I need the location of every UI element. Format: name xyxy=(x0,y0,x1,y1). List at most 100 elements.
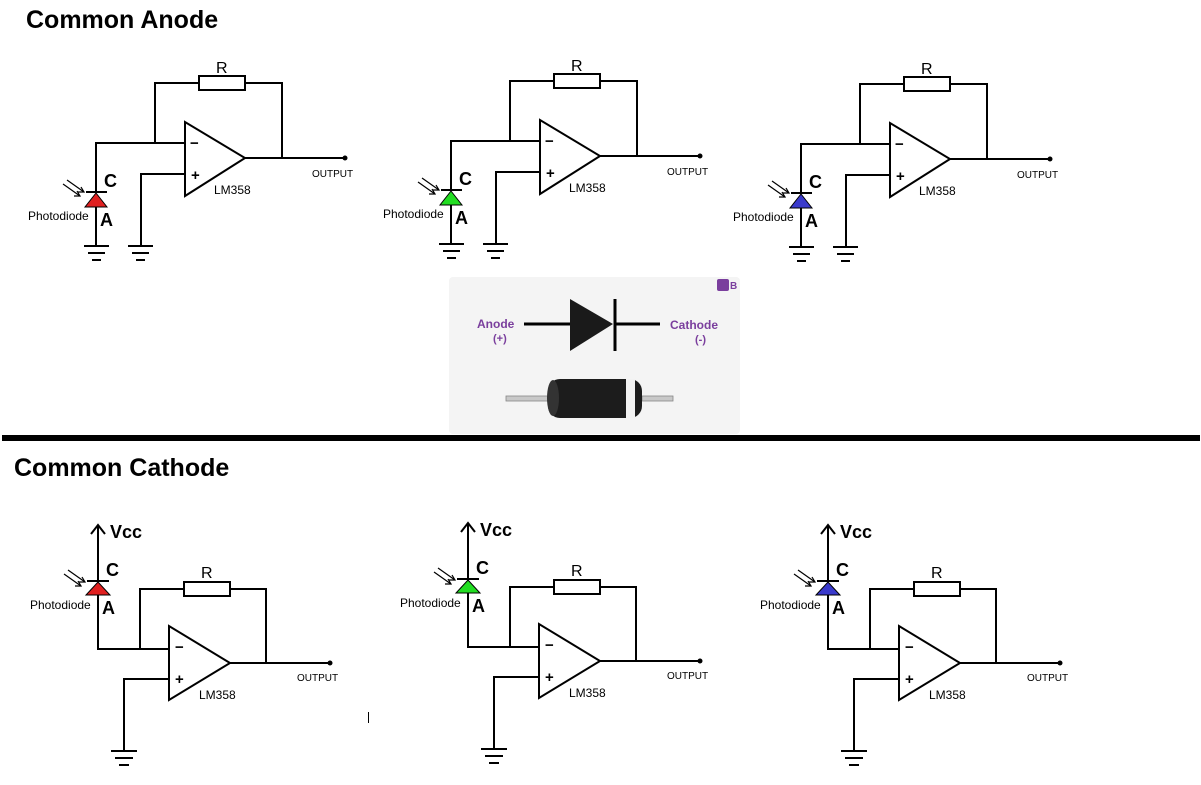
light-arrows-icon xyxy=(793,569,817,587)
brand-logo-icon xyxy=(717,279,729,291)
output-terminal xyxy=(697,153,703,159)
opamp-label: LM358 xyxy=(919,184,956,198)
photodiode-label: Photodiode xyxy=(383,207,444,221)
cathode-label: Cathode xyxy=(670,318,718,332)
output-label: OUTPUT xyxy=(297,673,338,684)
opamp xyxy=(898,624,962,702)
output-label: OUTPUT xyxy=(667,167,708,178)
output-label: OUTPUT xyxy=(312,169,353,180)
vcc-arrow-icon xyxy=(90,523,106,535)
ground-icon xyxy=(84,245,109,261)
resistor xyxy=(553,73,601,89)
brand-logo-text: B xyxy=(730,281,737,292)
cathode-letter: C xyxy=(476,558,489,578)
vcc-label: Vcc xyxy=(480,520,512,540)
resistor xyxy=(198,75,246,91)
opamp-label: LM358 xyxy=(214,183,251,197)
ground-icon xyxy=(128,245,153,261)
anode-letter: A xyxy=(100,210,113,230)
minus-sign: − xyxy=(545,133,554,150)
output-terminal xyxy=(1057,660,1063,666)
plus-sign: + xyxy=(546,165,555,182)
cathode-circuit-3-body: Vcc C A Photodiode R − + LM358 OUTPUT xyxy=(760,522,1068,766)
anode-sign: (+) xyxy=(493,333,507,345)
diode-component-icon xyxy=(505,379,674,418)
common-anode-heading: Common Anode xyxy=(26,6,219,34)
plus-sign: + xyxy=(191,167,200,184)
output-label: OUTPUT xyxy=(1027,673,1068,684)
minus-sign: − xyxy=(175,639,184,656)
anode-circuit-3-body: R − + LM358 OUTPUT C A Photodiode xyxy=(733,61,1058,262)
opamp-label: LM358 xyxy=(569,181,606,195)
ground-icon xyxy=(789,246,814,262)
plus-sign: + xyxy=(896,168,905,185)
cathode-letter: C xyxy=(809,172,822,192)
ground-icon xyxy=(833,246,858,262)
anode-circuit-1-body: R − + LM358 OUTPUT C A Photodiode xyxy=(28,60,353,261)
resistor xyxy=(913,581,961,597)
diode-symbol xyxy=(570,299,613,351)
resistor xyxy=(553,579,601,595)
opamp xyxy=(539,118,602,196)
resistor-label: R xyxy=(216,60,228,77)
vcc-label: Vcc xyxy=(840,522,872,542)
resistor-label: R xyxy=(571,563,583,580)
photodiode-label: Photodiode xyxy=(30,598,91,612)
resistor xyxy=(903,76,951,92)
opamp-label: LM358 xyxy=(199,688,236,702)
ground-icon xyxy=(439,243,464,259)
resistor-label: R xyxy=(931,565,943,582)
vcc-label: Vcc xyxy=(110,522,142,542)
ground-icon xyxy=(483,243,508,259)
opamp xyxy=(889,121,952,199)
ground-icon xyxy=(841,750,867,766)
vcc-arrow-icon xyxy=(820,523,836,535)
light-arrows-icon xyxy=(417,177,441,195)
anode-label: Anode xyxy=(477,317,515,331)
cathode-sign: (-) xyxy=(695,334,706,346)
diode-reference-graphic: B Anode (+) Cathode (-) xyxy=(477,279,737,418)
minus-sign: − xyxy=(905,639,914,656)
opamp xyxy=(538,622,602,700)
light-arrows-icon xyxy=(63,569,87,587)
output-label: OUTPUT xyxy=(667,671,708,682)
opamp-label: LM358 xyxy=(929,688,966,702)
photodiode-blue xyxy=(814,581,842,596)
minus-sign: − xyxy=(190,135,199,152)
output-terminal xyxy=(327,660,333,666)
output-terminal xyxy=(697,658,703,664)
ground-icon xyxy=(481,748,507,764)
resistor xyxy=(183,581,231,597)
resistor-label: R xyxy=(571,58,583,75)
section-divider xyxy=(2,435,1200,441)
cathode-letter: C xyxy=(459,169,472,189)
resistor-label: R xyxy=(921,61,933,78)
resistor-label: R xyxy=(201,565,213,582)
cathode-letter: C xyxy=(106,560,119,580)
minus-sign: − xyxy=(895,136,904,153)
light-arrows-icon xyxy=(433,567,457,585)
output-terminal xyxy=(1047,156,1053,162)
cathode-circuit-1-body: Vcc C A Photodiode R − + LM358 OUTPUT xyxy=(30,522,338,766)
photodiode-label: Photodiode xyxy=(28,209,89,223)
opamp xyxy=(184,120,247,198)
output-terminal xyxy=(342,155,348,161)
ground-icon xyxy=(111,750,137,766)
opamp xyxy=(168,624,232,702)
photodiode-label: Photodiode xyxy=(400,596,461,610)
minus-sign: − xyxy=(545,637,554,654)
plus-sign: + xyxy=(545,669,554,686)
light-arrows-icon xyxy=(767,180,791,198)
vcc-arrow-icon xyxy=(460,521,476,533)
photodiode-label: Photodiode xyxy=(733,210,794,224)
anode-circuit-2-body: R − + LM358 OUTPUT C A Photodiode xyxy=(383,58,708,259)
anode-letter: A xyxy=(455,208,468,228)
anode-letter: A xyxy=(832,598,845,618)
anode-letter: A xyxy=(805,211,818,231)
plus-sign: + xyxy=(175,671,184,688)
anode-letter: A xyxy=(102,598,115,618)
